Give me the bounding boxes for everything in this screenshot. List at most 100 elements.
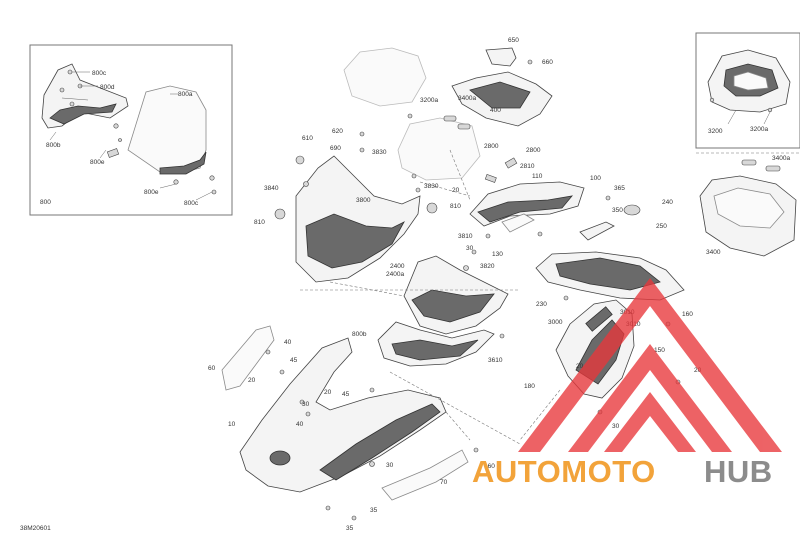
cover-400-shade [469,81,531,109]
fastener [351,515,357,521]
fastener [69,101,75,107]
fastener [118,138,122,142]
label-30: 30 [302,401,310,408]
gasket-240 [623,204,641,216]
fastener [605,195,611,201]
label-3820: 3820 [480,263,495,270]
label-810: 810 [254,219,265,226]
bracket-650 [485,47,517,67]
main-exploded-view [221,47,685,521]
cover-3200-window [733,71,769,91]
watermark-triangle-inner [568,344,732,452]
fastener [415,187,421,193]
fastener [299,399,305,405]
fastener [369,461,375,467]
label-110: 110 [532,173,543,180]
label-800a: 800a [178,91,193,98]
label-30: 30 [612,423,620,430]
fastener [209,175,215,181]
grommet-810 [274,208,286,220]
label-3610: 3610 [488,357,503,364]
label-3200a: 3200a [420,97,438,104]
label-70: 70 [440,479,448,486]
fastener [485,233,491,239]
fairing-badge [269,450,291,466]
watermark-text-hub: HUB [704,454,773,489]
fastener [709,97,715,103]
label-60: 60 [208,365,216,372]
cover-3200-inset: 3200 3200a [695,32,800,149]
ghost-cover [343,47,427,107]
fastener [411,173,417,179]
cover-3400-group: 3400a 3400 [696,152,800,257]
pad [457,123,471,130]
label-20: 20 [576,363,584,370]
watermark-text-automoto: AUTOMOTO [472,454,656,489]
cover-3800-shade [305,213,405,269]
label-660: 660 [542,59,553,66]
label-45: 45 [342,391,350,398]
label-3810: 3810 [458,233,473,240]
fastener [67,69,73,75]
fastener [563,295,569,301]
fastener [303,181,309,187]
label-3000: 3000 [548,319,563,326]
watermark-triangle-core [604,392,696,452]
fastener [473,447,479,453]
label-230: 230 [536,301,547,308]
label-3830: 3830 [424,183,439,190]
front-fairing-10-shade [319,403,441,481]
label-30: 30 [386,462,394,469]
windshield-inset: 800c 800d 800a 800b 800e 800e 800c 800 [29,44,233,216]
foam-pad [765,165,781,172]
spacer [106,148,120,158]
label-130: 130 [492,251,503,258]
label-35: 35 [370,507,378,514]
label-2400: 2400 [390,263,405,270]
label-2800: 2800 [484,143,499,150]
label-3200: 3200 [708,128,723,135]
label-2810: 2810 [520,163,535,170]
label-40: 40 [296,421,304,428]
trim-130 [501,213,535,233]
fastener [59,87,65,93]
label-620: 620 [332,128,343,135]
label-35: 35 [346,525,354,532]
label-100: 100 [590,175,601,182]
fastener [211,189,217,195]
label-2800: 2800 [526,147,541,154]
label-365: 365 [614,185,625,192]
clip-2810 [504,157,518,169]
fastener [767,107,773,113]
windshield-bracket-shadow [49,103,117,125]
fastener [173,179,179,185]
label-650: 650 [508,37,519,44]
label-250: 250 [656,223,667,230]
fastener [527,59,533,65]
fastener [279,369,285,375]
grommet-810 [426,202,438,214]
windshield-glass [127,85,207,173]
label-3200a: 3200a [750,126,768,133]
diagram-code: 38M20601 [20,525,51,532]
label-800: 800 [40,199,51,206]
fastener [471,249,477,255]
label-150: 150 [654,347,665,354]
label-800c: 800c [92,70,107,77]
front-fairing-10 [239,337,447,493]
foam-pad [741,159,757,166]
label-3840: 3840 [264,185,279,192]
label-800e: 800e [90,159,105,166]
label-800c: 800c [184,200,199,207]
label-240: 240 [662,199,673,206]
label-800b: 800b [352,331,367,338]
cover-3400-opening [713,187,785,229]
fastener [499,333,505,339]
label-2400a: 2400a [386,271,404,278]
label-800b: 800b [46,142,61,149]
label-800d: 800d [100,84,115,91]
fastener [463,265,469,271]
fastener [359,131,365,137]
clip [484,174,497,183]
